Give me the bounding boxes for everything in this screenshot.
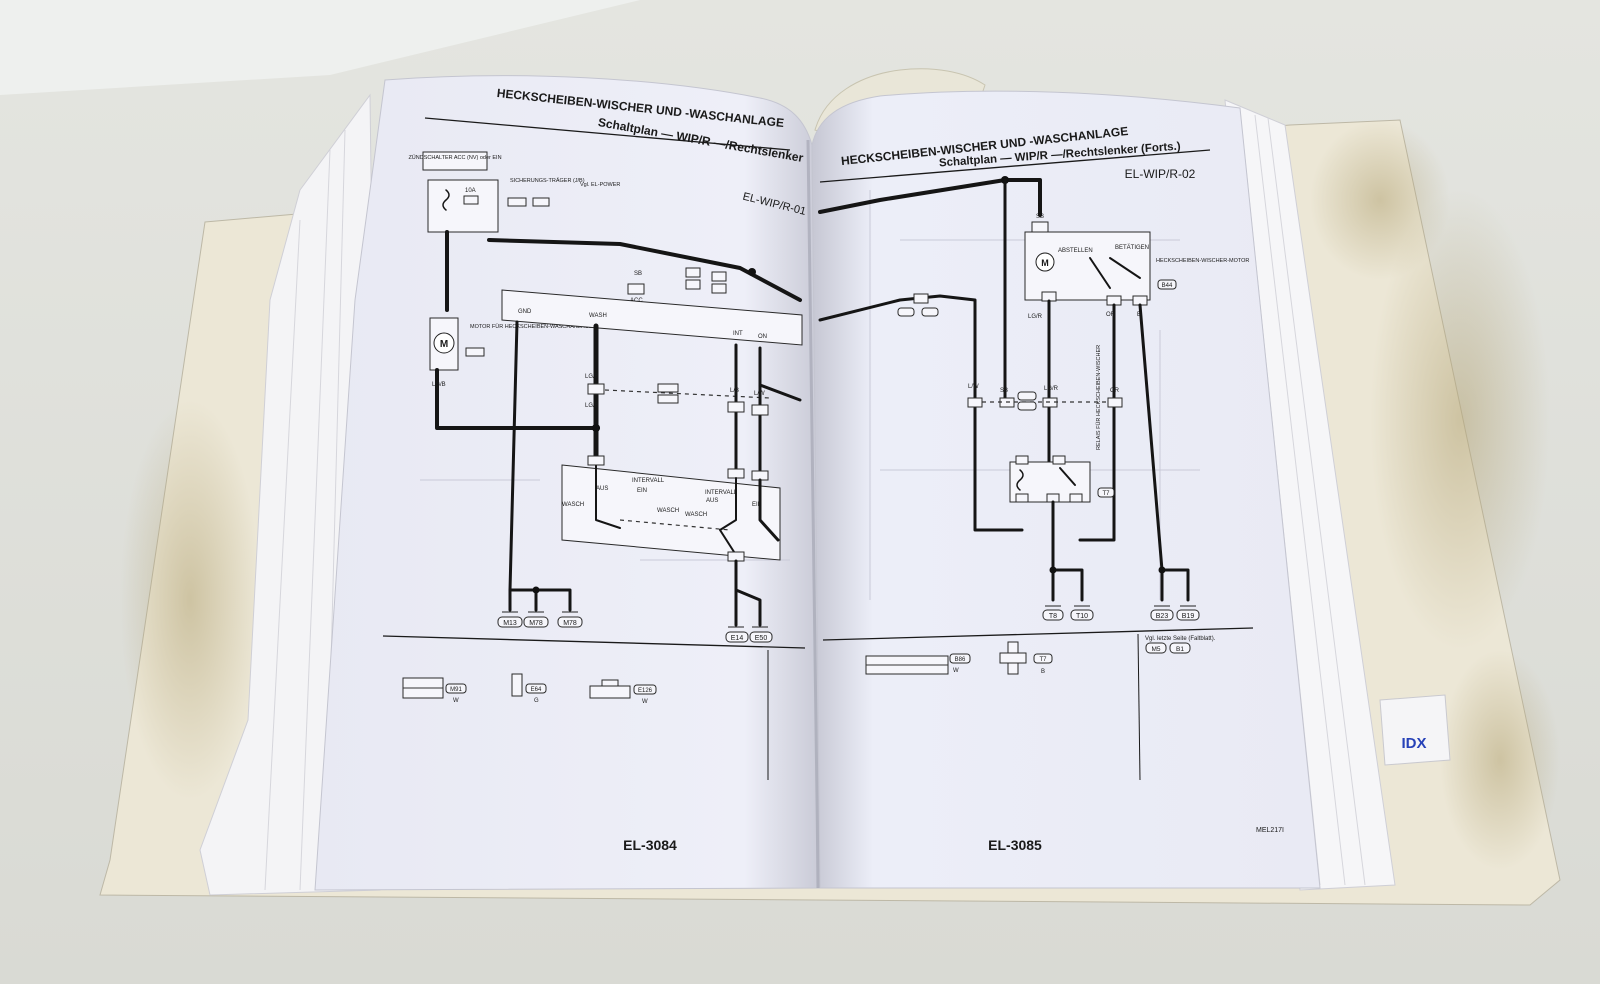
terminal-wash: WASH (589, 313, 607, 319)
spine (806, 139, 820, 889)
fuse-value: 10A (465, 188, 476, 194)
figure-code: MEL217I (1256, 827, 1284, 834)
connector-m91: M91 W (402, 677, 467, 704)
ground-m13: M13 (503, 620, 517, 627)
switch-intervall-label: INTERVALL (632, 478, 665, 484)
ref-box-b1: B1 (1176, 646, 1184, 653)
ref-note: Vgl. letzte Seite (Faltblatt). (1145, 636, 1216, 642)
fuse-label: SICHERUNGS-TRÄGER (J/B) (510, 177, 585, 184)
svg-text:WASCH: WASCH (657, 508, 679, 514)
motor-connector-b44: B44 (1162, 283, 1173, 289)
wire-sb-top (487, 238, 802, 302)
svg-text:OR: OR (1110, 388, 1120, 394)
svg-text:LG/B: LG/B (585, 403, 599, 409)
connector-e64: E64 G (511, 673, 547, 704)
svg-text:LG/R: LG/R (1044, 386, 1059, 392)
wire-ground-e (734, 559, 762, 627)
ground-b19: B19 (1182, 613, 1195, 620)
left-page-number: EL-3084 (623, 837, 677, 853)
svg-text:B: B (1137, 312, 1141, 318)
ground-e14: E14 (731, 635, 744, 642)
wiper-switch (561, 464, 781, 561)
svg-text:WASCH: WASCH (685, 512, 707, 518)
svg-text:SB: SB (634, 271, 642, 277)
ignition-switch (422, 151, 488, 171)
rear-wiper-motor-label: HECKSCHEIBEN-WISCHER-MOTOR (1156, 258, 1249, 264)
relay-connector-t7: T7 (1102, 491, 1110, 497)
connector-e126: E126 W (589, 679, 657, 705)
svg-text:E126: E126 (638, 688, 653, 694)
switch-ein-label: EIN (637, 488, 647, 494)
svg-text:M: M (440, 339, 448, 350)
motor-state-abstellen: ABSTELLEN (1058, 248, 1093, 254)
ground-m78-b: M78 (563, 620, 577, 627)
svg-text:L/W: L/W (754, 391, 765, 397)
svg-text:LG/B: LG/B (432, 382, 446, 388)
motor-state-betaetigen: BETÄTIGEN (1115, 244, 1149, 251)
right-page-number: EL-3085 (988, 837, 1042, 853)
svg-text:M91: M91 (450, 687, 462, 693)
svg-text:L/W: L/W (968, 384, 979, 390)
ground-b23: B23 (1156, 613, 1169, 620)
control-unit (501, 289, 803, 346)
svg-text:L/B: L/B (730, 388, 739, 394)
relay-label: RELAIS FÜR HECKSCHEIBEN-WISCHER (1095, 345, 1102, 450)
idx-tab[interactable] (1379, 694, 1451, 766)
svg-text:M: M (1041, 258, 1049, 268)
idx-tab-label: IDX (1401, 735, 1426, 752)
svg-text:G: G (534, 698, 539, 704)
ground-t8: T8 (1049, 613, 1057, 620)
ref-box-m5: M5 (1151, 646, 1160, 653)
svg-text:B86: B86 (955, 657, 966, 663)
wire-lw (818, 294, 1024, 532)
svg-text:EIN: EIN (752, 502, 762, 508)
ground-symbols-left (502, 611, 768, 628)
fuse-block (427, 179, 499, 233)
svg-text:B: B (1041, 669, 1045, 675)
switch-aus-label: AUS (596, 486, 608, 492)
connector-t7: T7 B (999, 641, 1053, 675)
svg-text:W: W (642, 699, 648, 705)
svg-text:W: W (953, 668, 959, 674)
connector-b86: B86 W (865, 653, 971, 675)
wire-or (1078, 303, 1116, 542)
svg-text:LG/R: LG/R (1028, 314, 1043, 320)
right-page-code: EL-WIP/R-02 (1125, 167, 1196, 181)
ground-m78-a: M78 (529, 620, 543, 627)
wire-ground-t (1051, 500, 1084, 602)
svg-text:LG/B: LG/B (585, 374, 599, 380)
switch-wasch-label: WASCH (562, 502, 584, 508)
washer-motor-label: MOTOR FÜR HECKSCHEIBEN-WASCHANLAGE (470, 323, 593, 330)
terminal-gnd: GND (518, 309, 532, 315)
svg-text:E64: E64 (531, 687, 542, 693)
svg-text:SB: SB (1036, 214, 1044, 220)
terminal-on: ON (758, 334, 767, 340)
terminal-int: INT (733, 331, 743, 337)
wire-lgb-bottom (435, 368, 600, 430)
svg-text:OR: OR (1106, 312, 1116, 318)
ground-t10: T10 (1076, 613, 1088, 620)
svg-text:SB: SB (1000, 388, 1008, 394)
svg-text:INTERVALL: INTERVALL (705, 490, 738, 496)
wire-b-right (1138, 303, 1164, 572)
ignition-label: ZÜNDSCHALTER ACC (NV) oder EIN (408, 154, 501, 161)
wire-gnd (508, 320, 519, 592)
svg-text:W: W (453, 698, 459, 704)
svg-text:T7: T7 (1039, 657, 1047, 663)
ground-e50: E50 (755, 635, 768, 642)
fuse-ref: Vgl. EL-POWER (580, 182, 620, 188)
svg-text:AUS: AUS (706, 498, 718, 504)
background-light-patch (0, 0, 640, 95)
